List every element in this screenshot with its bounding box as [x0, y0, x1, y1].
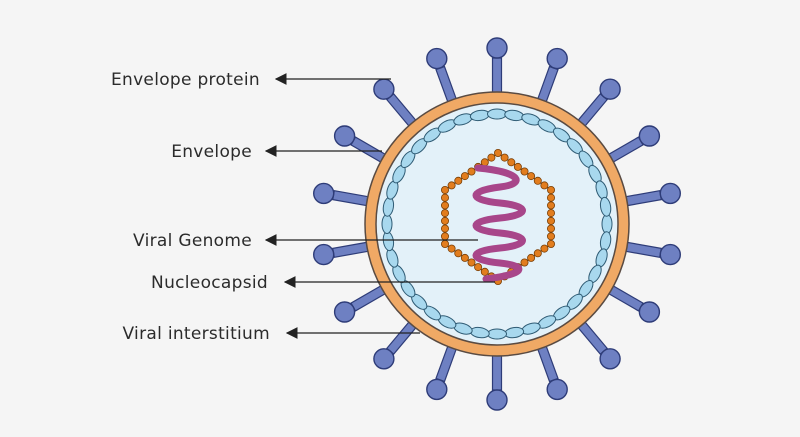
spike-head — [313, 243, 335, 266]
matrix-bead — [599, 196, 612, 217]
capsid-bead — [507, 158, 516, 167]
spike-head — [333, 301, 356, 323]
capsid-bead — [467, 167, 476, 176]
matrix-bead — [487, 108, 507, 120]
capsid-bead — [493, 148, 502, 157]
capsid-bead — [533, 249, 542, 258]
spike-head — [638, 125, 661, 147]
capsid-bead — [547, 185, 556, 194]
spike-head — [426, 378, 448, 401]
capsid-bead — [540, 181, 549, 190]
capsid-bead — [547, 232, 556, 241]
capsid-bead — [520, 167, 529, 176]
spike-head — [333, 125, 356, 147]
capsid-bead — [460, 253, 469, 262]
spike-head — [373, 78, 395, 100]
spike-head — [659, 243, 681, 266]
capsid-bead — [500, 153, 509, 162]
capsid-bead — [547, 193, 556, 202]
capsid-bead — [547, 209, 556, 218]
capsid-bead — [540, 244, 549, 253]
label-viral-interstitium: Viral interstitium — [123, 324, 271, 344]
capsid-bead — [527, 253, 536, 262]
capsid-bead — [440, 239, 449, 248]
spike-head — [659, 182, 681, 205]
capsid-bead — [480, 158, 489, 167]
capsid-bead — [460, 172, 469, 181]
capsid-bead — [520, 258, 529, 267]
capsid-bead — [487, 153, 496, 162]
capsid-bead — [513, 162, 522, 171]
viral-interstitium-area — [375, 102, 619, 346]
spike-head — [486, 389, 508, 411]
matrix-bead — [381, 214, 393, 234]
label-nucleocapsid: Nucleocapsid — [151, 273, 268, 293]
spike-head — [546, 378, 568, 401]
viral-genome-rna — [472, 164, 526, 283]
label-envelope-protein: Envelope protein — [111, 70, 260, 90]
capsid-bead — [467, 258, 476, 267]
capsid-bead — [480, 267, 489, 276]
capsid-bead — [440, 232, 449, 241]
spike-head — [546, 47, 568, 70]
capsid-bead — [440, 193, 449, 202]
capsid-bead — [547, 224, 556, 233]
capsid-bead — [440, 216, 449, 225]
capsid-bead — [533, 176, 542, 185]
capsid-bead — [447, 181, 456, 190]
spike-head — [373, 348, 395, 370]
label-envelope: Envelope — [171, 142, 252, 162]
spike-head — [599, 78, 621, 100]
capsid-bead — [440, 209, 449, 218]
matrix-protein-layer — [381, 108, 613, 340]
capsid-bead — [440, 185, 449, 194]
capsid-bead — [474, 263, 483, 272]
spike-head — [486, 37, 508, 59]
matrix-bead — [601, 214, 613, 234]
capsid-bead — [454, 176, 463, 185]
capsid-bead — [527, 172, 536, 181]
matrix-bead — [487, 328, 507, 340]
capsid-bead — [440, 201, 449, 210]
spike-head — [426, 47, 448, 70]
spike-head — [599, 348, 621, 370]
capsid-bead — [440, 224, 449, 233]
capsid-bead — [447, 244, 456, 253]
capsid-bead — [547, 239, 556, 248]
capsid-bead — [454, 249, 463, 258]
capsid-bead — [547, 216, 556, 225]
spike-head — [638, 301, 661, 323]
capsid-bead — [547, 201, 556, 210]
label-viral-genome: Viral Genome — [133, 231, 252, 251]
spike-head — [313, 182, 335, 205]
